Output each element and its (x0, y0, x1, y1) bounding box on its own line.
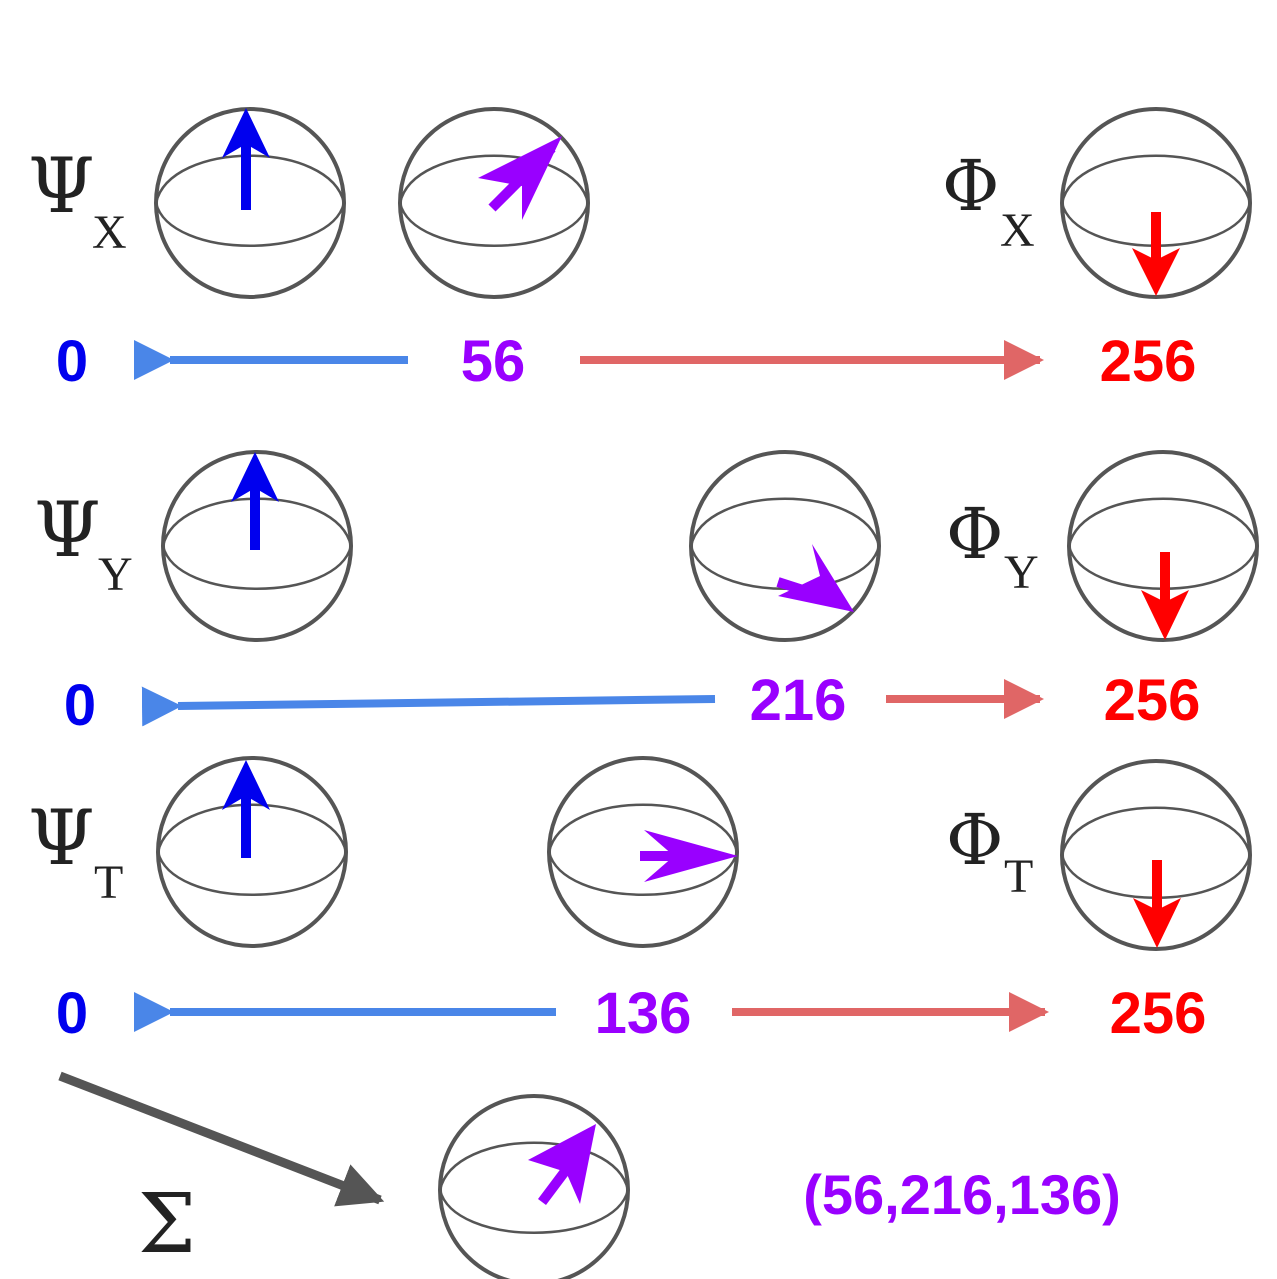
row-t: Ψ T Φ T 0 (28, 756, 1252, 1046)
spin-down-arrow-icon (1141, 552, 1189, 640)
sphere-psi-y (161, 450, 353, 642)
spin-down-arrow-icon (1133, 860, 1181, 948)
phi-t-symbol: Φ (946, 799, 1003, 881)
sphere-phi-x (1060, 107, 1252, 299)
spin-mixed-arrow-icon (478, 136, 562, 220)
row-t-left-value: 0 (56, 981, 88, 1046)
phi-y-subscript: Y (1004, 546, 1039, 599)
row-y-left-value: 0 (64, 673, 96, 738)
row-x-right-value: 256 (1100, 329, 1197, 394)
sphere-mix-x (398, 107, 590, 299)
psi-t-subscript: T (94, 856, 123, 909)
row-t-right-value: 256 (1110, 981, 1207, 1046)
sphere-psi-x (154, 107, 346, 299)
spin-up-arrow-icon (231, 452, 279, 550)
row-y-mid-value: 216 (750, 668, 847, 733)
spin-mixed-arrow-icon (528, 1124, 596, 1205)
spin-mixed-arrow-icon (640, 830, 738, 882)
sum-result: (56,216,136) (803, 1163, 1121, 1226)
psi-y-symbol: Ψ (34, 485, 101, 574)
sphere-psi-t (156, 756, 348, 948)
sphere-mix-t (547, 756, 739, 948)
row-x-mid-value: 56 (461, 329, 526, 394)
row-y: Ψ Y Φ Y 0 (34, 450, 1259, 738)
spin-up-arrow-icon (222, 760, 270, 858)
row-y-left-arrow (141, 686, 716, 727)
spin-down-arrow-icon (1132, 212, 1180, 296)
row-x: Ψ X Φ X 0 (28, 107, 1252, 394)
psi-x-symbol: Ψ (28, 141, 95, 230)
sphere-phi-y (1067, 450, 1259, 642)
phi-x-subscript: X (1000, 204, 1035, 257)
sum-arrow (58, 1071, 385, 1207)
psi-x-subscript: X (92, 206, 127, 259)
row-y-right-value: 256 (1104, 668, 1201, 733)
sphere-phi-t (1060, 759, 1252, 951)
psi-y-subscript: Y (98, 548, 133, 601)
summation: Σ (56,216,136) (58, 1071, 1121, 1279)
spin-up-arrow-icon (222, 108, 270, 210)
row-t-mid-value: 136 (595, 981, 692, 1046)
sphere-sum (438, 1094, 630, 1279)
phi-y-symbol: Φ (946, 493, 1003, 575)
row-x-left-value: 0 (56, 329, 88, 394)
psi-t-symbol: Ψ (28, 793, 95, 882)
spin-mixed-arrow-icon (776, 544, 854, 612)
phi-x-symbol: Φ (942, 145, 999, 227)
phi-t-subscript: T (1004, 850, 1033, 903)
sphere-mix-y (689, 450, 881, 642)
sigma-symbol: Σ (138, 1177, 196, 1272)
